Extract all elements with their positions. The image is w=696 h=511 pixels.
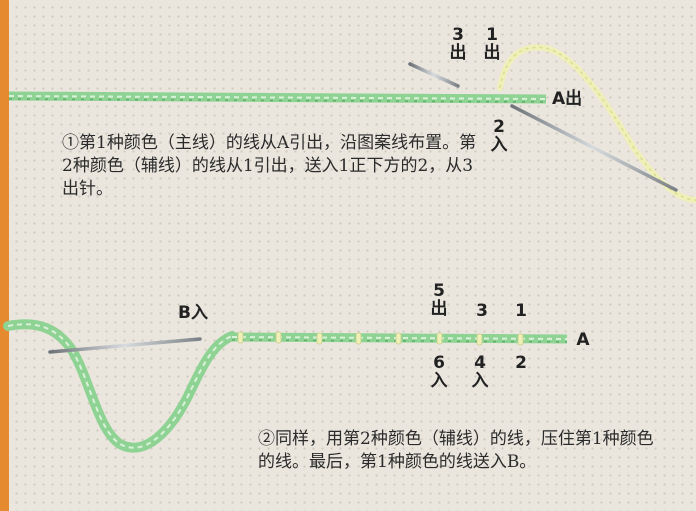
- accent-stripe: [0, 0, 9, 511]
- needle-2: [48, 337, 202, 354]
- main-thread-1: [8, 91, 547, 104]
- second-thread-arc: [497, 44, 696, 203]
- label-point-b-in: B入: [178, 303, 208, 323]
- needle-1b: [510, 104, 678, 192]
- step2-instruction: ②同样，用第2种颜色（辅线）的线，压住第1种颜色的线。最后，第1种颜色的线送入B…: [258, 429, 654, 472]
- step1-instruction: ①第1种颜色（主线）的线从A引出，沿图案线布置。第2种颜色（辅线）的线从1引出，…: [62, 133, 477, 199]
- label-point-a-out: A出: [552, 89, 583, 109]
- label-point-1b: 1: [515, 301, 527, 321]
- label-point-3b: 3: [476, 301, 488, 321]
- main-thread-loop: [3, 319, 237, 453]
- label-point-a: A: [576, 330, 590, 350]
- needle-1a: [408, 62, 460, 88]
- label-point-2b: 2: [515, 353, 527, 373]
- couching-stitches: [237, 331, 524, 346]
